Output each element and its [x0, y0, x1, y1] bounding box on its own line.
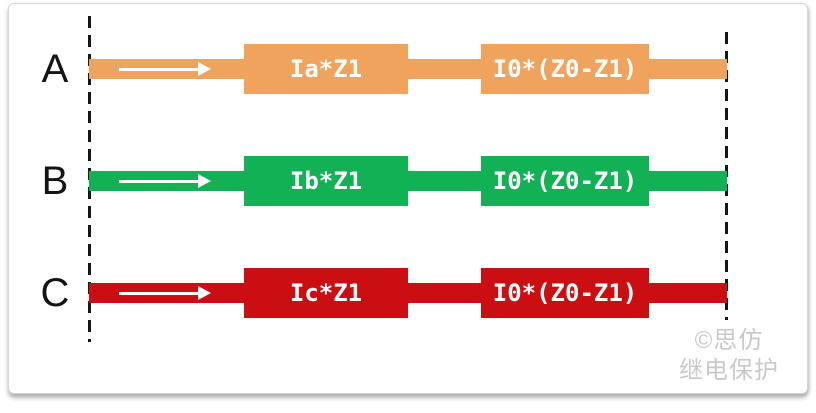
series-impedance-box-c: Ic*Z1 [244, 268, 408, 318]
series-impedance-box-b: Ib*Z1 [244, 156, 408, 206]
watermark: ©思仿 继电保护 [661, 326, 797, 386]
phase-row-c: C Ic*Z1 I0*(Z0-Z1) [9, 228, 809, 348]
arrow-head [198, 62, 211, 76]
watermark-line-2: 继电保护 [679, 357, 779, 384]
series-impedance-box-a: Ia*Z1 [244, 44, 408, 94]
zero-sequence-impedance-box-b: I0*(Z0-Z1) [481, 156, 649, 206]
zero-sequence-impedance-box-c: I0*(Z0-Z1) [481, 268, 649, 318]
phase-row-a: A Ia*Z1 I0*(Z0-Z1) [9, 4, 809, 124]
phase-label-b: B [41, 159, 69, 203]
watermark-line-1: ©思仿 [694, 327, 764, 354]
phase-row-b: B Ib*Z1 I0*(Z0-Z1) [9, 116, 809, 236]
arrow-head [198, 286, 211, 300]
current-direction-arrow-icon [119, 174, 211, 188]
zero-sequence-impedance-box-a: I0*(Z0-Z1) [481, 44, 649, 94]
phase-label-a: A [41, 47, 69, 91]
arrow-shaft [119, 68, 199, 71]
arrow-head [198, 174, 211, 188]
current-direction-arrow-icon [119, 286, 211, 300]
current-direction-arrow-icon [119, 62, 211, 76]
arrow-shaft [119, 180, 199, 183]
arrow-shaft [119, 292, 199, 295]
diagram-card: A Ia*Z1 I0*(Z0-Z1) B Ib*Z1 I0*(Z0-Z1) C [8, 3, 808, 394]
phase-label-c: C [40, 271, 70, 315]
